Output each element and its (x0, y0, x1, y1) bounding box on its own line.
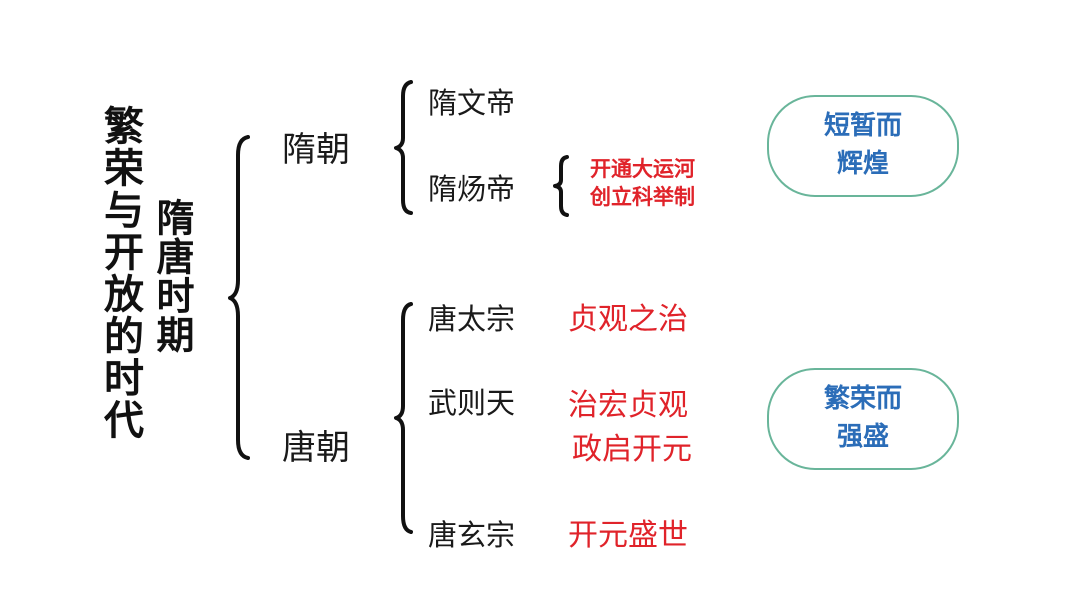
wuzetian-note-2: 政启开元 (572, 432, 692, 467)
emperor-wu-zetian: 武则天 (428, 386, 516, 420)
emperor-tang-taizong: 唐太宗 (428, 302, 516, 336)
main-brace (228, 135, 250, 460)
emperor-tang-xuanzong: 唐玄宗 (428, 518, 516, 552)
wuzetian-note-1: 治宏贞观 (568, 388, 688, 423)
sui-summary-line-1: 短暂而 (823, 111, 902, 141)
dynasty-sui: 隋朝 (282, 130, 350, 170)
sui-summary-line-2: 辉煌 (836, 149, 889, 179)
main-title: 繁荣与开放的时代 (97, 105, 143, 441)
taizong-note: 贞观之治 (568, 302, 688, 337)
tang-summary-line-2: 强盛 (836, 422, 889, 452)
yangdi-note-2: 创立科举制 (590, 185, 695, 209)
yangdi-brace (553, 155, 569, 217)
tang-summary-line-1: 繁荣而 (823, 384, 902, 414)
xuanzong-note: 开元盛世 (568, 518, 688, 553)
emperor-sui-wendi: 隋文帝 (428, 86, 516, 120)
tang-brace (394, 302, 413, 534)
sui-summary-pill: 短暂而 辉煌 (767, 95, 959, 197)
sui-brace (394, 80, 413, 215)
tang-summary-pill: 繁荣而 强盛 (767, 368, 959, 470)
sub-title: 隋唐时期 (150, 198, 194, 354)
emperor-sui-yangdi: 隋炀帝 (428, 172, 516, 206)
yangdi-note-1: 开通大运河 (590, 157, 695, 181)
dynasty-tang: 唐朝 (282, 428, 350, 468)
